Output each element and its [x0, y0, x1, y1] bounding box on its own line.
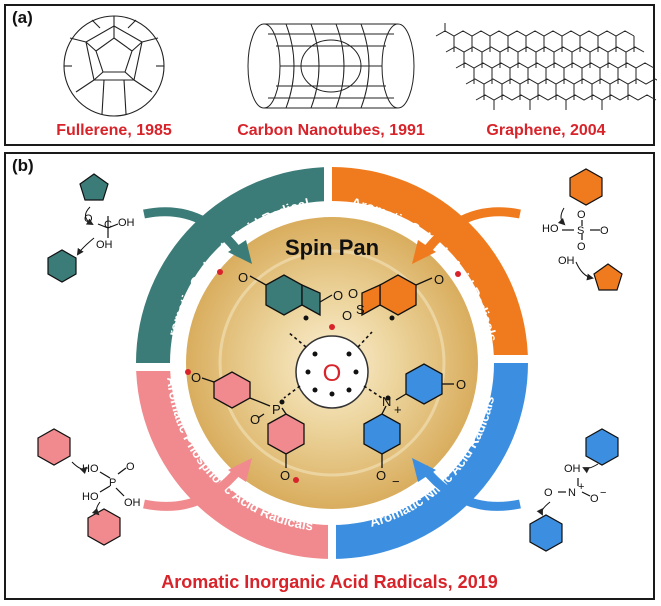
phosphoric-radical-oxygen-top: O [191, 370, 201, 385]
carbonic-radical-carbonyl: O [333, 288, 343, 303]
nitric-acid-plus: + [578, 481, 584, 493]
carbonic-acid-c: C [104, 219, 112, 231]
panel-b-label: (b) [12, 156, 34, 175]
nitric-acid-oh: OH [564, 463, 581, 475]
panel-b: (b) Aromatic C [4, 152, 655, 600]
nitric-acid-o-right: O [590, 493, 599, 505]
arrow-carbonic [143, 207, 244, 257]
spin-pan-diagram: Aromatic Carbonic Acid Radicals Aromatic… [6, 154, 623, 562]
panel-b-footer: Aromatic Inorganic Acid Radicals, 2019 [161, 572, 498, 592]
phosphoric-acid-o: O [126, 461, 135, 473]
phosphoric-acid-ho-bottom: HO [82, 491, 99, 503]
carbonic-acid-oh-right: OH [118, 217, 135, 229]
nanotube-caption: Carbon Nanotubes, 1991 [237, 122, 425, 139]
graphene-structure [435, 23, 657, 110]
sulfuric-radical-oxygen-2: O [342, 308, 352, 323]
nitric-radical-carbonyl: O [456, 377, 466, 392]
arrow-nitric [420, 465, 521, 511]
sulfuric-acid-oh: OH [558, 255, 575, 267]
phosphoric-radical-oxygen-bottom: O [280, 468, 290, 483]
panel-a-structures [63, 15, 657, 117]
fullerene-caption: Fullerene, 1985 [56, 122, 172, 139]
reactant-phosphoric-group [37, 428, 127, 546]
sulfuric-radical-oxygen: O [434, 272, 444, 287]
phosphoric-radical-phosphorus: P [272, 402, 281, 417]
nitric-acid-o-left: O [544, 487, 553, 499]
nitric-radical-structure [363, 363, 454, 468]
phosphoric-acid-p: P [109, 477, 116, 489]
phosphoric-radical-structure [201, 371, 305, 468]
nitric-radical-oxygen: O [376, 468, 386, 483]
carbonic-radical-oxygen: O [238, 270, 248, 285]
spin-pan-title: Spin Pan [285, 235, 379, 260]
ring-segment-carbonic [136, 167, 332, 363]
fullerene-structure [63, 15, 165, 117]
nitric-acid-minus: − [600, 487, 606, 499]
reactant-nitric-group [529, 428, 619, 552]
center-electron-dots [305, 351, 359, 397]
center-oxygen-atom: O [323, 360, 342, 387]
sulfuric-radical-oxygen-1: O [348, 286, 358, 301]
reactant-sulfuric-group [562, 168, 623, 291]
nitric-acid-n: N [568, 487, 576, 499]
panel-a: (a) [4, 4, 657, 146]
sulfuric-radical-structure [361, 274, 433, 317]
graphene-caption: Graphene, 2004 [486, 122, 606, 139]
ring-segment-nitric [332, 363, 528, 559]
sulfuric-acid-o-right: O [600, 225, 609, 237]
nitric-radical-nitrogen: N [382, 394, 391, 409]
sulfuric-acid-s: S [577, 225, 584, 237]
carbonic-radical-structure [249, 274, 333, 317]
nitric-radical-plus: + [394, 402, 402, 417]
ring-segment-phosphoric [136, 363, 332, 559]
panel-a-label: (a) [12, 8, 33, 27]
sulfuric-acid-o-bottom: O [577, 241, 586, 253]
sulfuric-acid-o-top: O [577, 209, 586, 221]
phosphoric-radical-oxygen-side: O [250, 412, 260, 427]
sulfuric-acid-ho-left: HO [542, 223, 559, 235]
arrow-sulfuric [420, 207, 521, 257]
nanotube-structure [247, 23, 415, 109]
arrow-phosphoric [143, 465, 244, 511]
phosphoric-acid-oh: OH [124, 497, 141, 509]
ring-segment-sulfuric [332, 167, 528, 363]
carbonic-acid-oh-bottom: OH [96, 239, 113, 251]
reactant-carbonic-group [47, 173, 119, 283]
sulfuric-radical-sulfur: S [356, 302, 365, 317]
nitric-radical-minus: − [392, 474, 400, 489]
